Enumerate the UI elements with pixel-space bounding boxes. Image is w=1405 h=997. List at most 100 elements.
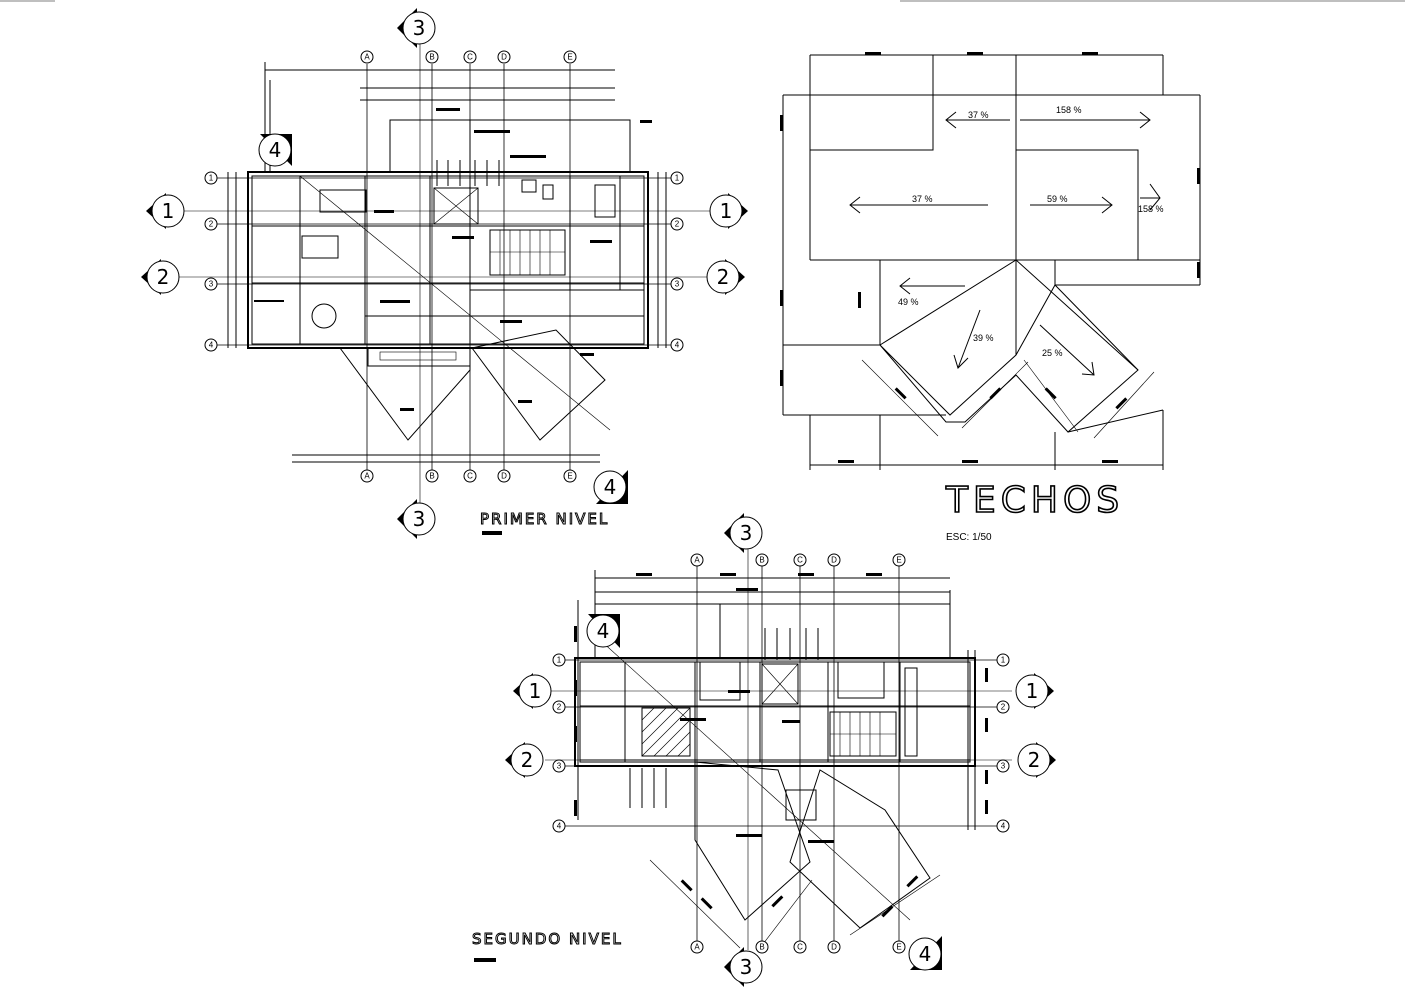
roof-title: TECHOS	[945, 480, 1124, 521]
slope-label: 158 %	[1138, 204, 1164, 214]
svg-text:3: 3	[740, 955, 753, 979]
section-4-top: 4	[586, 614, 620, 648]
svg-text:3: 3	[557, 762, 562, 771]
svg-text:2: 2	[209, 220, 214, 229]
axis-c-top: C	[793, 553, 807, 567]
svg-text:1: 1	[1001, 656, 1006, 665]
section-4-bottom: 4	[593, 470, 628, 504]
svg-text:E: E	[567, 53, 572, 62]
svg-text:B: B	[429, 472, 434, 481]
section-1-left: 1	[513, 673, 552, 709]
svg-text:1: 1	[162, 199, 175, 223]
axis-b-bottom: B	[755, 940, 769, 954]
section-3-top: 3	[724, 513, 763, 553]
axis-a-top: A	[690, 553, 704, 567]
axis-1-right: 1	[996, 653, 1010, 667]
axis-c-bottom: C	[793, 940, 807, 954]
svg-text:A: A	[694, 943, 700, 952]
axis-3-left: 3	[552, 759, 566, 773]
slope-label: 49 %	[898, 297, 919, 307]
svg-text:2: 2	[717, 265, 730, 289]
svg-text:2: 2	[521, 748, 534, 772]
first-floor-axis-bubbles: A B C D E A B C D E 1 2 3 4 1 2 3 4	[204, 50, 684, 483]
slope-label: 39 %	[973, 333, 994, 343]
svg-text:C: C	[797, 556, 803, 565]
axis-e-top: E	[563, 50, 577, 64]
svg-text:E: E	[896, 556, 901, 565]
axis-e-bottom: E	[563, 469, 577, 483]
first-floor-grid	[165, 30, 720, 510]
axis-2-left: 2	[204, 217, 218, 231]
axis-e-top: E	[892, 553, 906, 567]
axis-b-top: B	[425, 50, 439, 64]
axis-4-left: 4	[552, 819, 566, 833]
svg-text:3: 3	[209, 280, 214, 289]
svg-text:2: 2	[675, 220, 680, 229]
slope-label: 37 %	[968, 110, 989, 120]
svg-text:2: 2	[1001, 703, 1006, 712]
axis-c-top: C	[463, 50, 477, 64]
axis-d-top: D	[497, 50, 511, 64]
svg-text:A: A	[364, 53, 370, 62]
axis-3-right: 3	[670, 277, 684, 291]
svg-text:C: C	[467, 53, 473, 62]
section-1-left: 1	[146, 193, 185, 229]
axis-b-top: B	[755, 553, 769, 567]
section-4-bottom: 4	[908, 936, 942, 971]
roof-plan: 37 % 158 % 37 % 59 % 158 % 49 % 39 % 25 …	[780, 52, 1201, 470]
svg-text:2: 2	[557, 703, 562, 712]
axis-1-left: 1	[552, 653, 566, 667]
svg-text:2: 2	[1028, 748, 1041, 772]
axis-1-left: 1	[204, 171, 218, 185]
svg-text:4: 4	[557, 822, 562, 831]
svg-text:4: 4	[675, 341, 680, 350]
svg-text:4: 4	[1001, 822, 1006, 831]
svg-text:4: 4	[604, 475, 617, 499]
svg-text:1: 1	[529, 679, 542, 703]
svg-text:C: C	[467, 472, 473, 481]
axis-4-left: 4	[204, 338, 218, 352]
svg-text:4: 4	[269, 138, 282, 162]
svg-text:B: B	[759, 556, 764, 565]
axis-3-right: 3	[996, 759, 1010, 773]
section-3-top: 3	[397, 8, 436, 48]
svg-text:E: E	[896, 943, 901, 952]
svg-text:3: 3	[740, 521, 753, 545]
axis-4-right: 4	[996, 819, 1010, 833]
axis-d-bottom: D	[827, 940, 841, 954]
svg-text:B: B	[429, 53, 434, 62]
slope-label: 158 %	[1056, 105, 1082, 115]
svg-text:3: 3	[675, 280, 680, 289]
svg-text:D: D	[501, 53, 507, 62]
second-floor-grid	[545, 548, 1012, 950]
second-floor-axis-bubbles: A B C D E A B C D E 1 2 3 4 1 2 3 4	[552, 553, 1010, 954]
svg-text:1: 1	[557, 656, 562, 665]
svg-text:1: 1	[1026, 679, 1039, 703]
section-2-left: 2	[505, 742, 544, 778]
axis-2-right: 2	[996, 700, 1010, 714]
svg-text:3: 3	[1001, 762, 1006, 771]
svg-text:D: D	[831, 943, 837, 952]
second-floor-plan	[474, 570, 988, 962]
axis-3-left: 3	[204, 277, 218, 291]
section-2-left: 2	[141, 259, 180, 295]
section-3-bottom: 3	[397, 499, 436, 539]
second-floor-section-markers: 1 1 2 2 3 3 4 4	[505, 513, 1056, 987]
axis-1-right: 1	[670, 171, 684, 185]
axis-b-bottom: B	[425, 469, 439, 483]
svg-text:1: 1	[675, 174, 680, 183]
axis-a-bottom: A	[360, 469, 374, 483]
svg-text:2: 2	[157, 265, 170, 289]
axis-2-right: 2	[670, 217, 684, 231]
axis-a-bottom: A	[690, 940, 704, 954]
svg-text:D: D	[831, 556, 837, 565]
axis-a-top: A	[360, 50, 374, 64]
svg-text:4: 4	[919, 942, 932, 966]
svg-text:D: D	[501, 472, 507, 481]
svg-text:A: A	[694, 556, 700, 565]
slope-label: 37 %	[912, 194, 933, 204]
section-1-right: 1	[1015, 673, 1054, 709]
svg-text:3: 3	[413, 507, 426, 531]
section-2-right: 2	[1017, 742, 1056, 778]
